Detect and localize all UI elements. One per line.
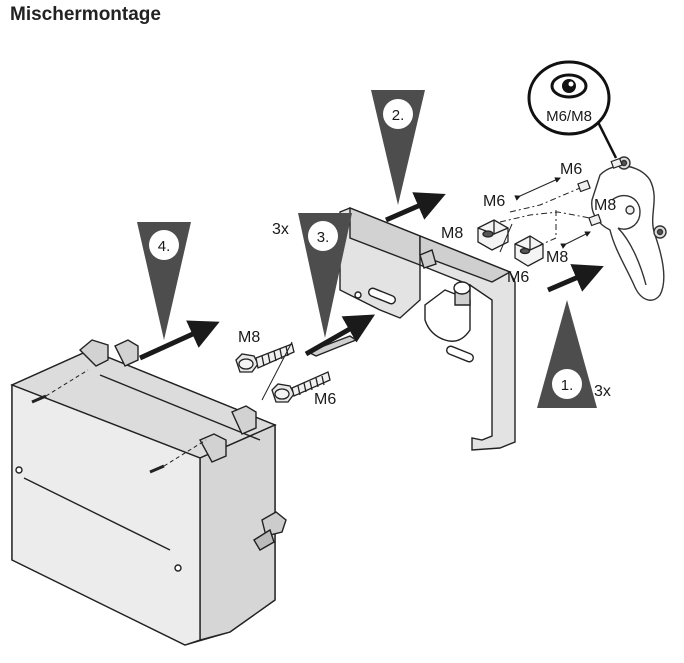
- step-1-count: 3x: [594, 383, 611, 400]
- step-4-number: 4.: [158, 238, 171, 255]
- label-m8-screw: M8: [238, 329, 260, 346]
- direction-arrows: [138, 192, 604, 361]
- control-housing: [10, 339, 287, 646]
- step-1-number: 1.: [561, 377, 574, 394]
- detail-label: M6/M8: [546, 108, 592, 125]
- label-m8-adapter: M8: [441, 225, 463, 242]
- label-m6-top: M6: [560, 161, 582, 178]
- page-title: Mischermontage: [10, 4, 161, 25]
- mixer-studs: [577, 157, 623, 227]
- step-4-marker: 4.: [137, 222, 191, 340]
- screw-divider: [261, 341, 293, 401]
- mounting-bracket: [306, 206, 516, 451]
- housing-screws: [31, 369, 207, 474]
- label-m8-lower: M8: [546, 249, 568, 266]
- step-1-marker: 1. 3x: [537, 300, 611, 408]
- step-3-number: 3.: [317, 229, 330, 246]
- label-m6-screw: M6: [314, 391, 336, 408]
- eye-icon: [550, 73, 588, 99]
- mixer-valve: [591, 156, 667, 301]
- screw-m8: [235, 343, 295, 373]
- adapter-m6: [514, 235, 544, 267]
- step-3-count: 3x: [272, 221, 289, 238]
- label-m8-right: M8: [594, 197, 616, 214]
- label-m6-lower: M6: [507, 269, 529, 286]
- label-m6-left: M6: [483, 193, 505, 210]
- alignment-lines: [499, 177, 591, 253]
- screw-m6: [271, 371, 331, 403]
- step-2-marker: 2.: [371, 90, 425, 205]
- step-3-marker: 3. 3x: [272, 213, 352, 338]
- step-2-number: 2.: [392, 107, 405, 124]
- adapter-m8: [477, 219, 509, 251]
- detail-callout: M6/M8: [527, 60, 618, 159]
